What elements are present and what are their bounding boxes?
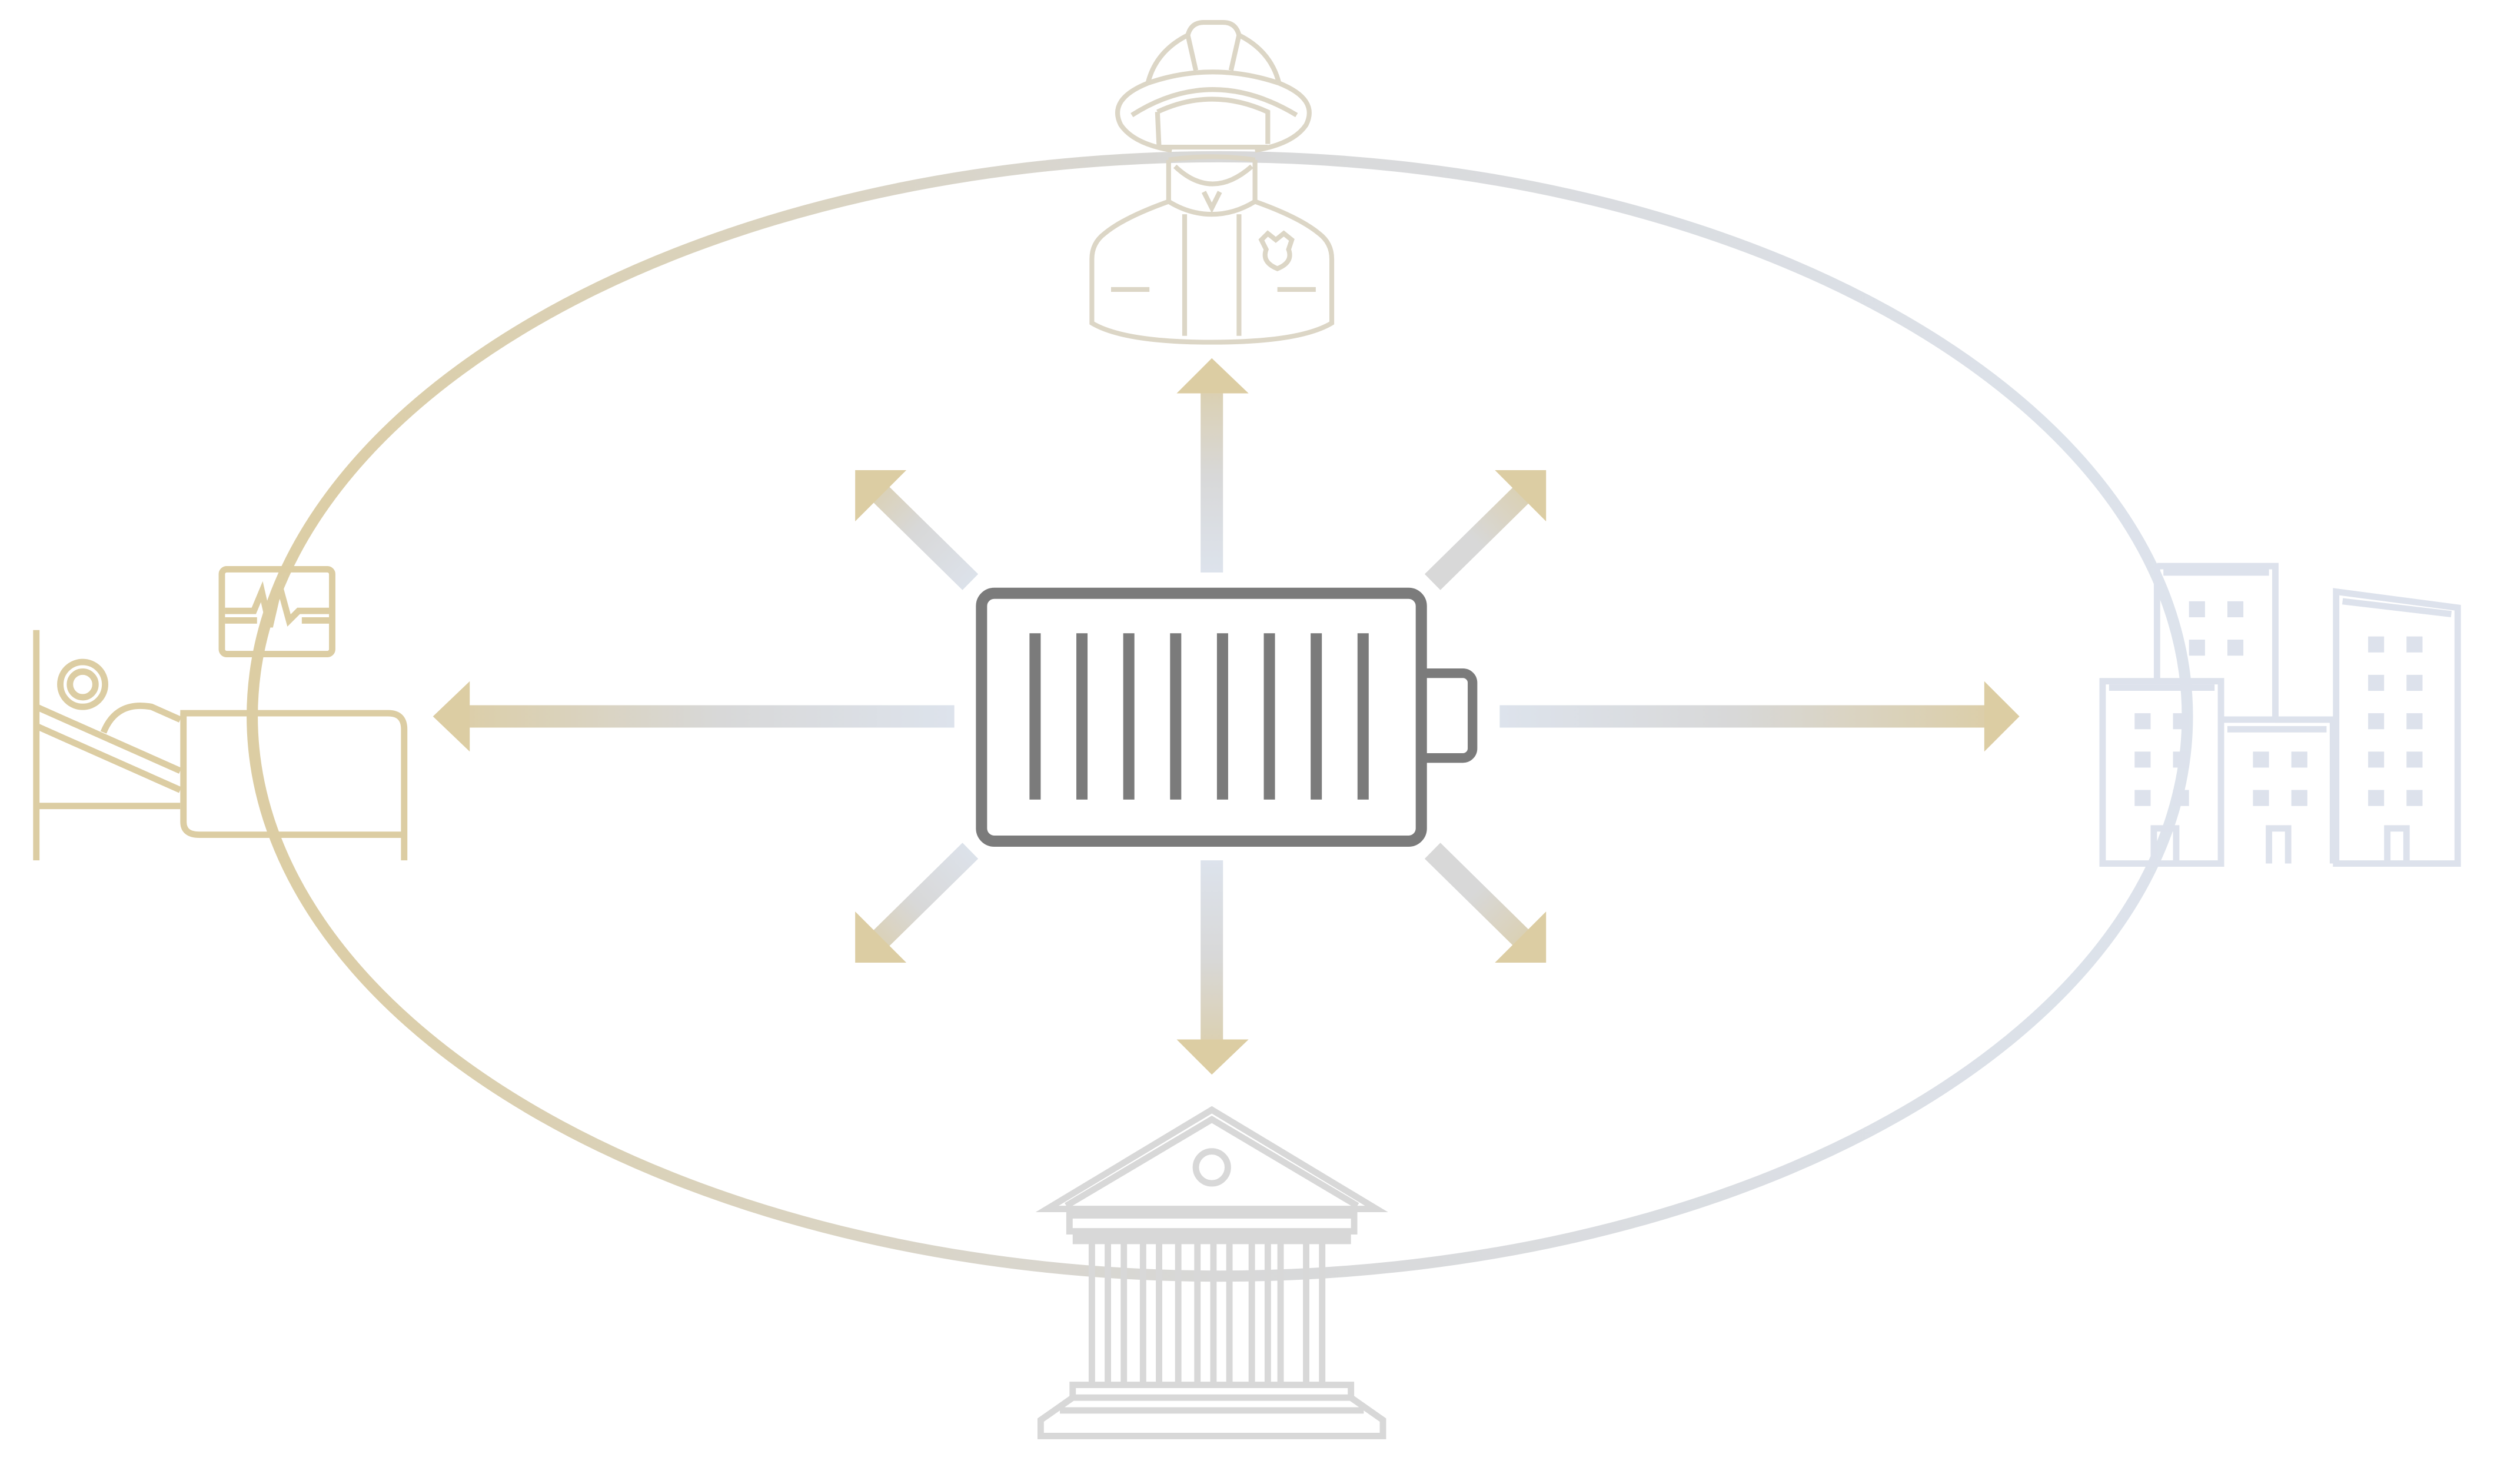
government-building-icon (1035, 1106, 1388, 1439)
arrow-left (433, 681, 955, 752)
arrow-up (1176, 358, 1249, 573)
arrow-up-right (1424, 470, 1547, 590)
office-buildings-icon (2099, 563, 2461, 867)
battery-icon (976, 587, 1478, 847)
battery-cell (1029, 633, 1041, 800)
battery-cells (1029, 633, 1369, 800)
arrow-down (1176, 860, 1249, 1075)
arrow-down-right (1424, 843, 1547, 963)
arrow-right (1499, 681, 2020, 752)
battery-cell (1076, 633, 1088, 800)
battery-cell (1357, 633, 1369, 800)
battery-cell (1216, 633, 1228, 800)
battery-cell (1123, 633, 1135, 800)
hospital-bed-icon (33, 566, 408, 861)
battery-cell (1311, 633, 1322, 800)
battery-cell (1170, 633, 1182, 800)
battery-cell (1263, 633, 1275, 800)
arrow-down-left (855, 843, 979, 963)
arrow-up-left (855, 470, 979, 590)
firefighter-icon (1089, 19, 1335, 345)
